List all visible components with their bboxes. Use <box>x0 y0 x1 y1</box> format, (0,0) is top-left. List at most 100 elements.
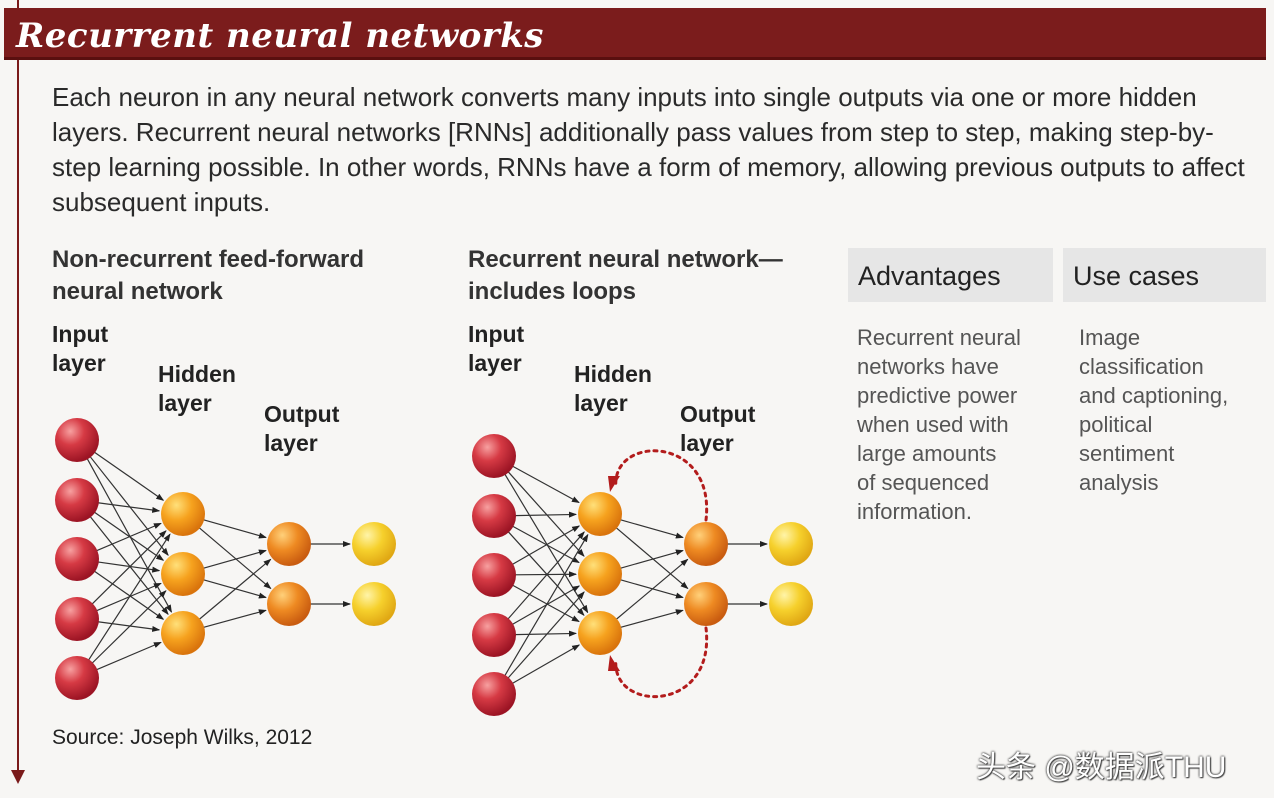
feedforward-edge-hidden-output <box>202 549 267 570</box>
recurrent-edge-input-hidden <box>506 531 585 621</box>
feedforward-edge-hidden-output <box>202 518 267 539</box>
recurrent-input-node <box>472 494 516 538</box>
recurrent-hidden-node <box>578 611 622 655</box>
recurrent-input-node <box>472 553 516 597</box>
recurrent-loop-top <box>614 449 709 522</box>
feedforward-input-node <box>55 537 99 581</box>
right-input-label-line-2: layer <box>468 350 522 376</box>
right-input-layer-label: Input layer <box>468 320 524 378</box>
feedforward-edge-hidden-output <box>197 526 272 590</box>
feedforward-output-node <box>267 582 311 626</box>
recurrent-edge-input-hidden <box>513 571 578 578</box>
left-output-layer-label: Output layer <box>264 400 339 458</box>
recurrent-edge-input-hidden <box>511 525 580 564</box>
recurrent-input-node <box>472 434 516 478</box>
advantages-line: large amounts <box>857 441 997 466</box>
recurrent-edge-hidden-output <box>619 549 684 570</box>
feedforward-edge-input-hidden <box>86 457 172 613</box>
feedforward-edge-input-hidden <box>93 510 165 561</box>
advantages-line: predictive power <box>857 383 1018 408</box>
left-output-label-line-1: Output <box>264 401 340 427</box>
left-heading-line-2: neural network <box>52 278 223 305</box>
feedforward-edge-input-hidden <box>96 561 161 573</box>
right-diagram-heading: Recurrent neural network— includes loops <box>468 244 783 308</box>
right-input-label-line-1: Input <box>468 321 525 347</box>
feedforward-hidden-node <box>161 552 205 596</box>
feedforward-edge-input-hidden <box>96 502 161 513</box>
recurrent-edge-input-hidden <box>506 470 585 557</box>
advantages-line: when used with <box>857 412 1009 437</box>
source-caption: Source: Joseph Wilks, 2012 <box>52 726 313 749</box>
recurrent-edge-hidden-output <box>619 518 684 539</box>
advantages-line: networks have <box>857 354 999 379</box>
advantages-text: Recurrent neural networks have predictive … <box>857 323 1021 526</box>
recurrent-output-node <box>684 582 728 626</box>
feedforward-hidden-node <box>161 492 205 536</box>
frame-vertical-line <box>17 0 19 772</box>
recurrent-edge-input-hidden <box>511 644 581 685</box>
feedforward-edge-hidden-output <box>202 578 267 599</box>
advantages-line: information. <box>857 499 972 524</box>
feedforward-edge-input-hidden <box>90 530 167 606</box>
feedforward-edge-input-hidden <box>93 450 165 501</box>
recurrent-edge-hidden-output <box>619 609 684 629</box>
recurrent-edge-hidden-output <box>619 578 684 599</box>
feedforward-edge-hidden-output <box>202 609 267 629</box>
recurrent-edge-input-hidden <box>513 511 578 518</box>
recurrent-loop-top-arrow-icon <box>608 476 620 492</box>
left-input-layer-label: Input layer <box>52 320 108 378</box>
feedforward-edge-input-hidden <box>88 515 169 616</box>
right-heading-line-2: includes loops <box>468 278 637 305</box>
feedforward-input-node <box>55 597 99 641</box>
feedforward-edge-input-hidden <box>95 522 162 552</box>
advantages-line: of sequenced <box>857 470 990 495</box>
recurrent-edge-input-hidden <box>506 530 585 616</box>
network-nodes <box>55 418 813 716</box>
use_cases-line: and captioning, <box>1079 383 1229 408</box>
feedforward-edge-input-hidden <box>96 621 161 632</box>
feedforward-edge-input-hidden <box>87 533 171 662</box>
feedforward-edge-input-hidden <box>95 641 162 671</box>
recurrent-edge-input-hidden <box>506 591 585 680</box>
title-bar: Recurrent neural networks <box>4 8 1266 60</box>
recurrent-result-node <box>769 582 813 626</box>
recurrent-input-node <box>472 672 516 716</box>
left-input-label-line-2: layer <box>52 350 106 376</box>
right-hidden-label-line-2: layer <box>574 390 628 416</box>
feedforward-edge-input-hidden <box>90 590 167 665</box>
recurrent-loop-bottom <box>614 626 709 699</box>
advantages-line: Recurrent neural <box>857 325 1021 350</box>
feedforward-input-node <box>55 656 99 700</box>
right-output-label-line-2: layer <box>680 430 734 456</box>
recurrent-edge-input-hidden <box>511 585 581 626</box>
feedforward-edge-input-hidden <box>93 569 165 620</box>
feedforward-hidden-node <box>161 611 205 655</box>
left-heading-line-1: Non-recurrent feed-forward <box>52 246 365 273</box>
use-cases-heading: Use cases <box>1063 248 1266 302</box>
feedforward-edge-input-hidden <box>88 455 169 556</box>
connection-edges <box>86 450 768 685</box>
recurrent-input-node <box>472 613 516 657</box>
recurrent-hidden-node <box>578 552 622 596</box>
left-input-label-line-1: Input <box>52 321 109 347</box>
feedforward-result-node <box>352 522 396 566</box>
recurrent-edge-hidden-output <box>614 526 689 590</box>
feedforward-input-node <box>55 478 99 522</box>
use_cases-line: classification <box>1079 354 1204 379</box>
recurrent-hidden-node <box>578 492 622 536</box>
left-hidden-layer-label: Hidden layer <box>158 360 236 418</box>
recurrent-loops <box>608 449 709 699</box>
left-diagram-heading: Non-recurrent feed-forward neural networ… <box>52 244 364 308</box>
left-hidden-label-line-1: Hidden <box>158 361 236 387</box>
right-output-layer-label: Output layer <box>680 400 755 458</box>
intro-paragraph: Each neuron in any neural network conver… <box>52 82 1245 217</box>
recurrent-output-node <box>684 522 728 566</box>
frame-arrow-icon <box>11 770 25 784</box>
left-output-label-line-2: layer <box>264 430 318 456</box>
recurrent-edge-input-hidden <box>511 465 580 504</box>
feedforward-edge-input-hidden <box>95 582 162 612</box>
feedforward-output-node <box>267 522 311 566</box>
use_cases-line: Image <box>1079 325 1141 350</box>
right-hidden-label-line-1: Hidden <box>574 361 652 387</box>
